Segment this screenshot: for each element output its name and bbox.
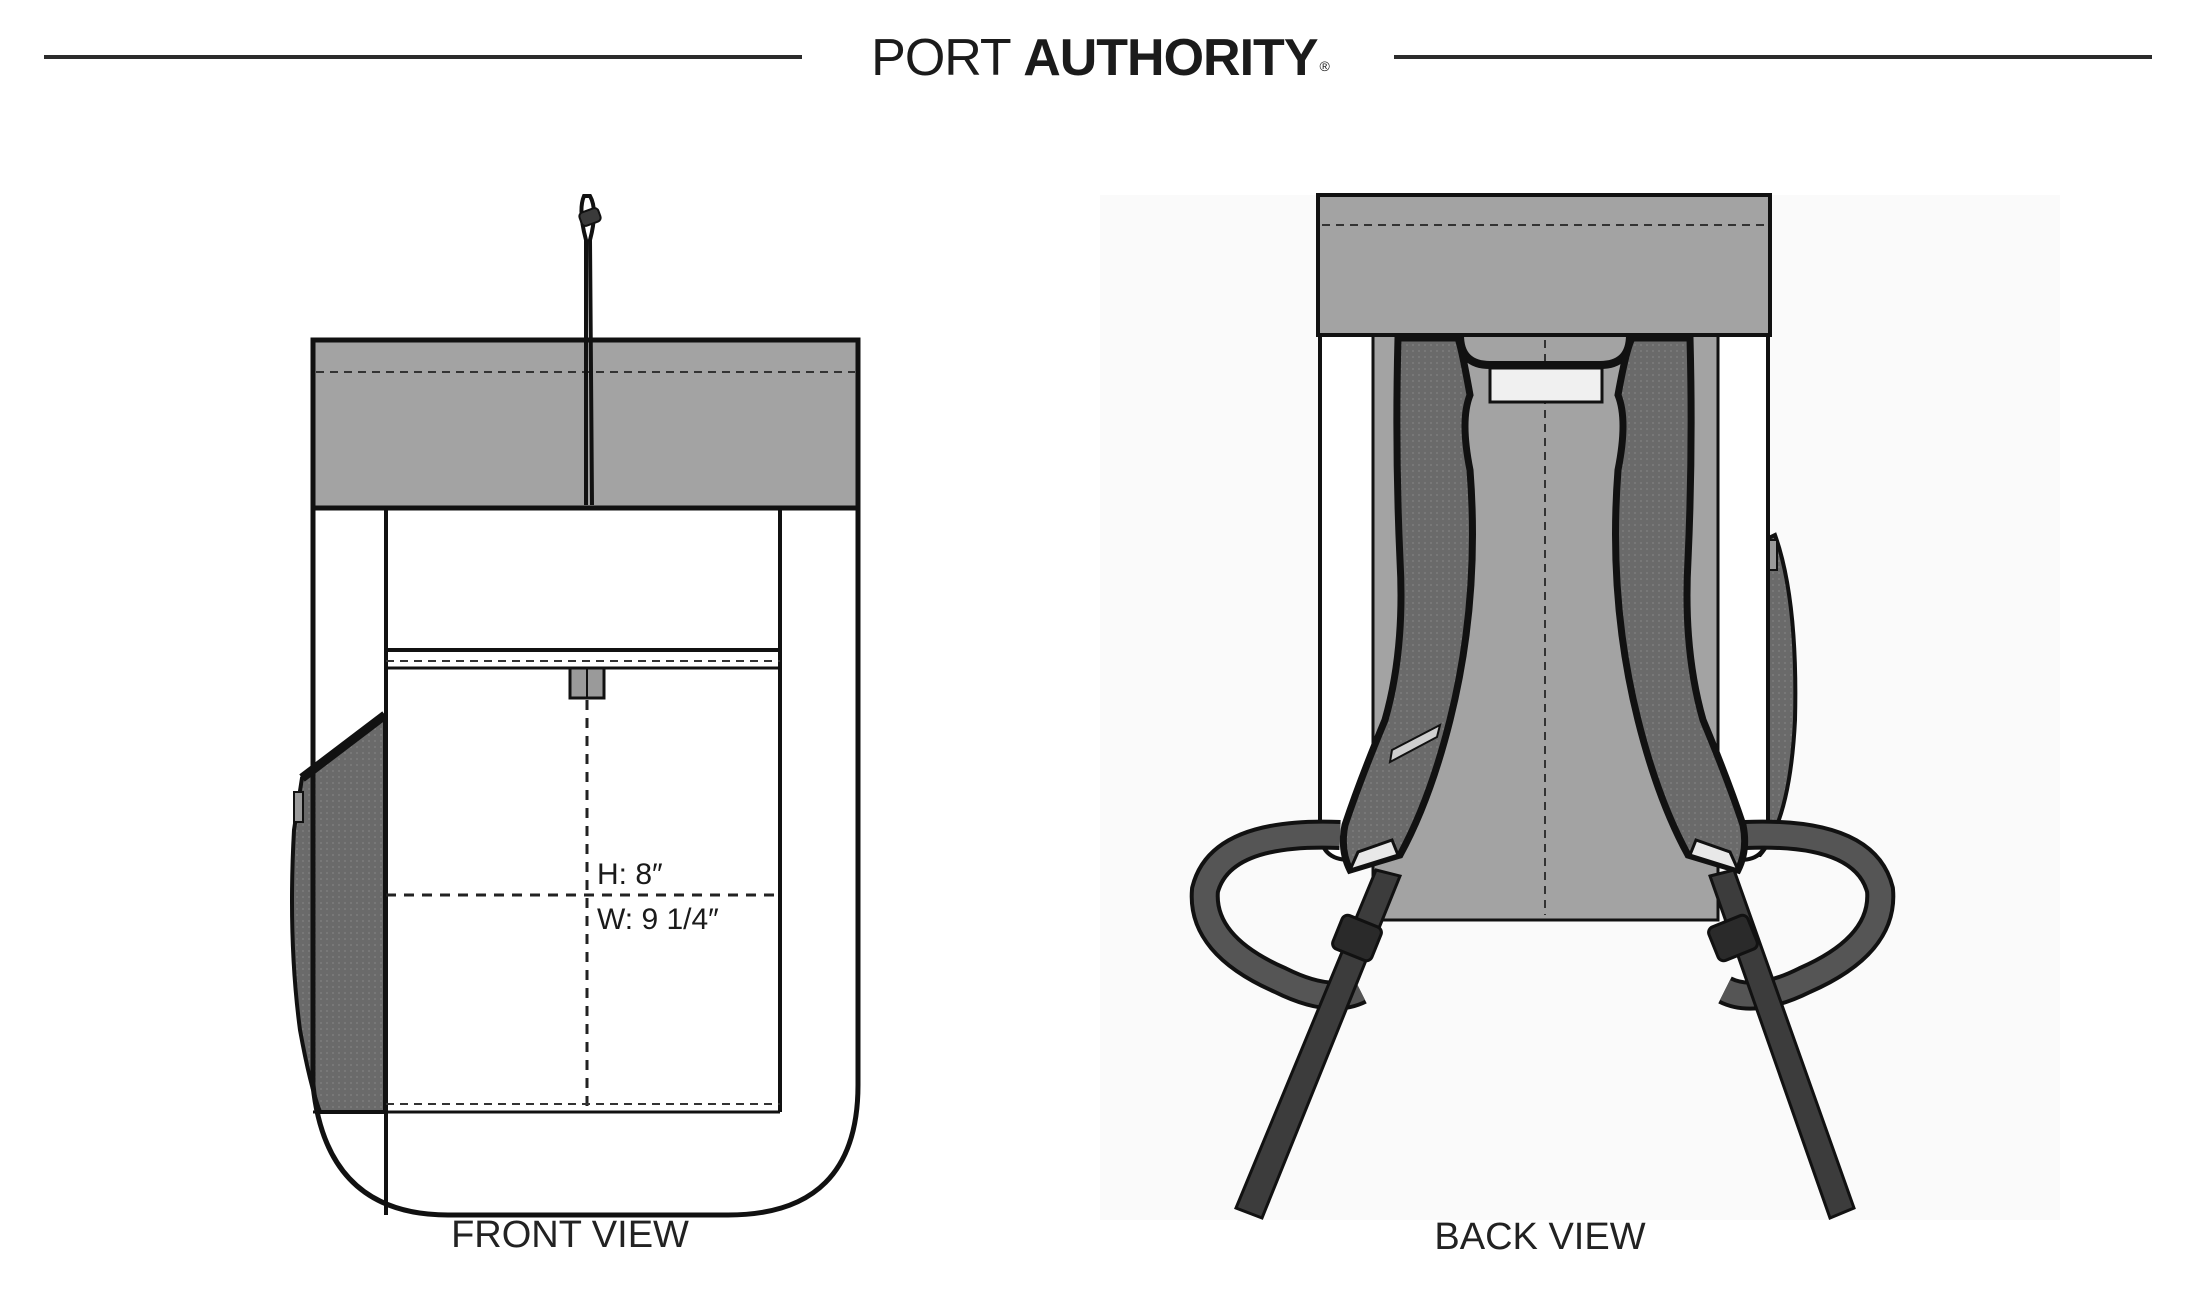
back-left-buckle	[1331, 913, 1383, 963]
width-dimension-label: W: 9 1/4″	[597, 903, 719, 936]
back-right-lower-strap	[1708, 868, 1856, 1220]
back-left-strap-webbing	[1347, 838, 1400, 873]
back-right-buckle	[1707, 913, 1759, 963]
front-pocket-zip-edge	[299, 711, 388, 782]
front-body-outline	[310, 505, 861, 1218]
front-zipper-pull	[293, 791, 304, 823]
back-left-hip-strap-fill	[1193, 823, 1365, 1007]
back-right-strap-webbing	[1688, 838, 1741, 873]
brand-logo: PORT AUTHORITY®	[830, 18, 1370, 98]
front-view-drawing	[290, 194, 861, 1218]
back-view-drawing	[1100, 193, 2060, 1220]
registered-mark: ®	[1319, 58, 1330, 74]
header-rule-left	[44, 55, 802, 59]
back-handle-webbing	[1488, 366, 1604, 404]
header-rule-right	[1394, 55, 2152, 59]
front-cord-lock	[578, 207, 602, 227]
back-view-label: BACK VIEW	[1434, 1216, 1646, 1258]
header: PORT AUTHORITY®	[0, 0, 2196, 110]
back-roll-top	[1316, 193, 1772, 337]
front-drawcord	[579, 194, 596, 506]
brand-logo-bold: AUTHORITY	[1023, 29, 1318, 87]
back-reflective-strip	[1388, 723, 1442, 764]
height-dimension-label: H: 8″	[597, 858, 663, 891]
front-view-label: FRONT VIEW	[451, 1214, 689, 1256]
brand-logo-light: PORT	[871, 29, 1011, 87]
